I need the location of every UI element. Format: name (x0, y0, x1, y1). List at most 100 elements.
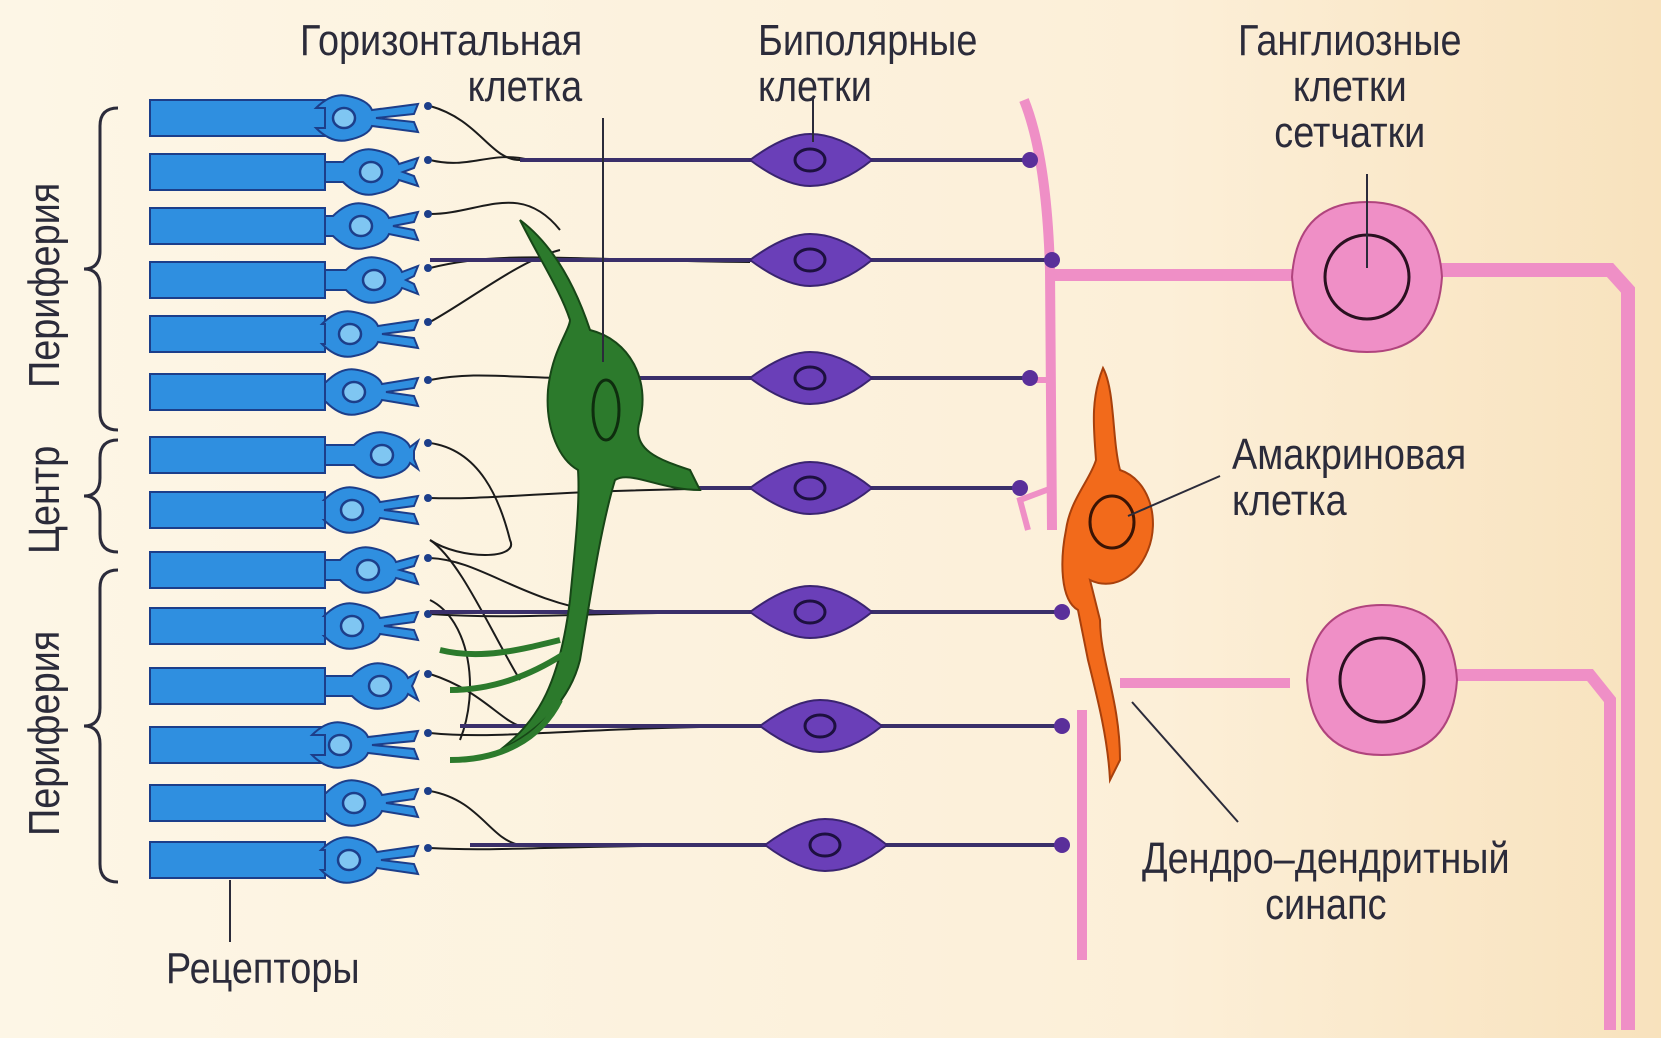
receptor-body (321, 837, 418, 883)
bipolar-soma (750, 462, 872, 514)
fiber (430, 600, 470, 740)
bipolar-terminal (1044, 252, 1060, 268)
receptor-cells (150, 95, 432, 883)
receptor-cell (150, 663, 432, 709)
receptor-outer-segment (150, 668, 325, 704)
receptor-outer-segment (150, 154, 325, 190)
receptor-terminal (424, 844, 432, 852)
bipolar-soma (750, 234, 872, 286)
receptor-outer-segment (150, 262, 325, 298)
fiber (430, 106, 520, 160)
receptor-cell (150, 837, 432, 883)
bipolar-cell (430, 586, 1070, 638)
receptor-body (324, 487, 418, 533)
receptor-outer-segment (150, 785, 325, 821)
receptor-nucleus (329, 735, 351, 755)
bipolar-soma (750, 352, 872, 404)
receptor-body (325, 780, 418, 826)
receptor-outer-segment (150, 374, 325, 410)
receptor-body (322, 311, 418, 357)
receptor-nucleus (341, 500, 363, 520)
receptor-body (324, 603, 418, 649)
receptor-nucleus (338, 850, 360, 870)
receptor-terminal (424, 318, 432, 326)
receptor-nucleus (350, 216, 372, 236)
receptors-label: Рецепторы (166, 946, 360, 992)
brace (84, 440, 118, 552)
receptor-terminal (424, 787, 432, 795)
center-label: Центр (22, 446, 68, 554)
receptor-terminal (424, 554, 432, 562)
bipolar-terminal (1012, 480, 1028, 496)
bipolar-soma (760, 700, 882, 752)
fiber (430, 791, 520, 845)
bipolar-cell (430, 234, 1060, 286)
bipolar-terminal (1054, 604, 1070, 620)
bipolar-terminal (1054, 718, 1070, 734)
receptor-nucleus (343, 382, 365, 402)
receptor-outer-segment (150, 552, 325, 588)
receptor-outer-segment (150, 208, 325, 244)
periphery-top-label: Периферия (22, 183, 68, 388)
horizontal-cell-label: Горизонтальная клетка (300, 18, 582, 110)
bipolar-cells (430, 134, 1070, 871)
receptor-cell (150, 603, 432, 649)
receptor-cell (150, 722, 432, 768)
receptor-terminal (424, 156, 432, 164)
receptor-outer-segment (150, 100, 325, 136)
amacrine-cell-label: Амакриновая клетка (1232, 432, 1466, 524)
ganglion-cell-lower (1307, 605, 1457, 755)
receptor-cell (150, 257, 432, 303)
receptor-cell (150, 780, 432, 826)
receptor-cell (150, 369, 432, 415)
receptor-outer-segment (150, 727, 325, 763)
bipolar-soma (750, 134, 872, 186)
region-brackets (84, 108, 118, 882)
receptor-nucleus (339, 324, 361, 344)
amacrine-body (1062, 368, 1153, 780)
receptor-nucleus (333, 108, 355, 128)
receptor-nucleus (369, 676, 391, 696)
receptor-terminal (424, 494, 432, 502)
receptor-nucleus (343, 793, 365, 813)
ganglion-cells-label: Ганглиозные клетки сетчатки (1238, 18, 1462, 156)
receptor-outer-segment (150, 437, 325, 473)
brace (84, 108, 118, 430)
receptor-terminal (424, 670, 432, 678)
receptor-terminal (424, 376, 432, 384)
bipolar-terminal (1054, 837, 1070, 853)
receptor-nucleus (363, 270, 385, 290)
receptor-cell (150, 547, 432, 593)
receptor-nucleus (371, 445, 393, 465)
receptor-body (325, 369, 418, 415)
receptor-cell (150, 149, 432, 195)
receptor-cell (150, 432, 432, 478)
receptor-cell (150, 203, 432, 249)
amacrine-cell (1062, 368, 1153, 780)
receptor-outer-segment (150, 492, 325, 528)
bipolar-cells-label: Биполярные клетки (758, 18, 977, 110)
receptor-terminal (424, 210, 432, 218)
bipolar-cell (690, 462, 1028, 514)
pointer-line (1132, 702, 1238, 822)
dendro-synapse-label: Дендро–дендритный синапс (1142, 836, 1510, 928)
receptor-terminal (424, 439, 432, 447)
periphery-bottom-label: Периферия (22, 631, 68, 836)
bipolar-cell (640, 352, 1038, 404)
bipolar-terminal (1022, 370, 1038, 386)
receptor-nucleus (360, 162, 382, 182)
fiber (430, 203, 560, 230)
bipolar-soma (765, 819, 887, 871)
bipolar-cell (470, 819, 1070, 871)
receptor-nucleus (357, 560, 379, 580)
bipolar-terminal (1022, 152, 1038, 168)
receptor-cell (150, 487, 432, 533)
receptor-cell (150, 311, 432, 357)
receptor-nucleus (341, 616, 363, 636)
bipolar-soma (750, 586, 872, 638)
receptor-terminal (424, 264, 432, 272)
bipolar-cell (520, 134, 1038, 186)
receptor-outer-segment (150, 608, 325, 644)
ganglion-soma (1307, 605, 1457, 755)
